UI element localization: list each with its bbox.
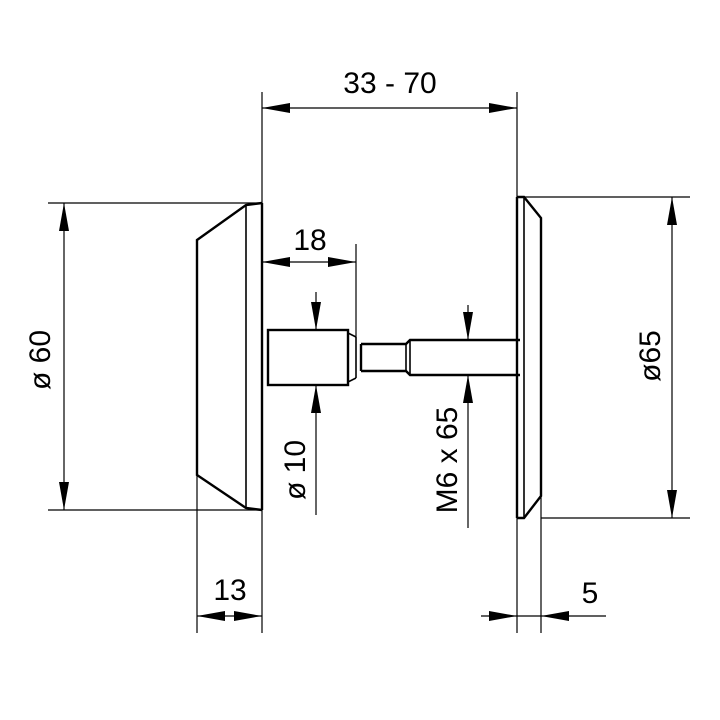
spindle-length-label: 18: [293, 224, 326, 257]
spindle-sleeve: [266, 328, 357, 387]
dimension-overall-length: 33 - 70: [261, 67, 518, 203]
left-diameter-label: ø 60: [24, 330, 57, 390]
dimension-spindle-diameter: ø 10: [279, 292, 321, 515]
right-diameter-label: ø65: [634, 330, 667, 382]
dimension-spindle-length: 18: [262, 224, 357, 337]
dimension-thread: M6 x 65: [431, 305, 473, 528]
thread-label: M6 x 65: [431, 407, 464, 514]
right-depth-label: 5: [582, 577, 599, 610]
overall-length-label: 33 - 70: [343, 67, 436, 100]
dimension-left-depth: 13: [196, 475, 263, 633]
left-depth-label: 13: [213, 574, 246, 607]
threaded-rod: [359, 338, 520, 377]
right-knob: [515, 195, 543, 520]
dimension-right-depth: 5: [481, 496, 606, 633]
dimension-right-diameter: ø65: [524, 196, 690, 519]
spindle-diameter-label: ø 10: [279, 440, 312, 500]
left-knob: [195, 201, 264, 512]
dimension-left-diameter: ø 60: [24, 202, 262, 511]
